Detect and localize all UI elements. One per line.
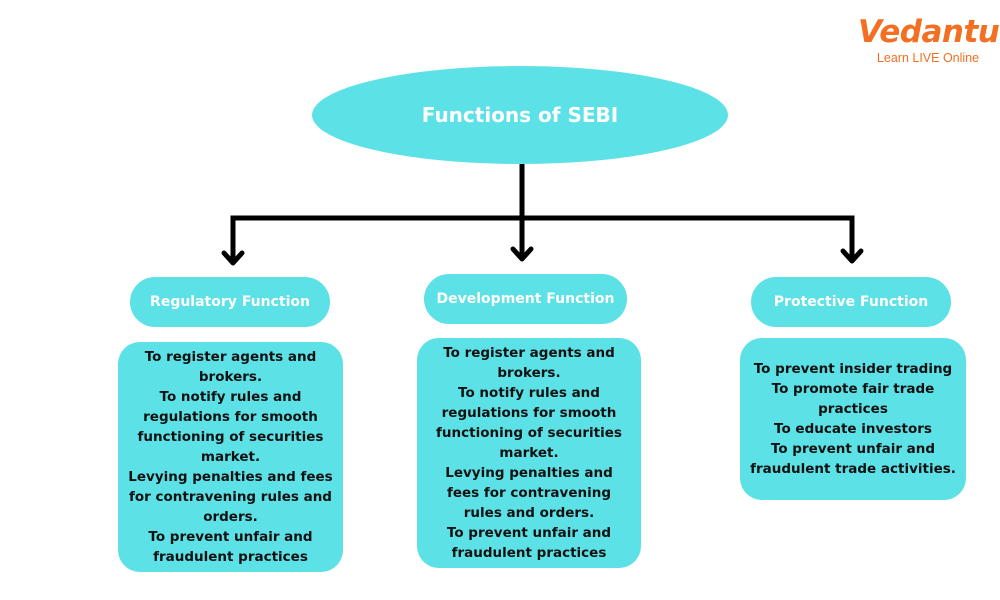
branch-regulatory-function: Regulatory Function <box>130 277 330 327</box>
arrowhead-regulatory-icon <box>221 250 245 266</box>
list-item: To prevent unfair and fraudulent trade a… <box>750 441 956 477</box>
branch-protective-function: Protective Function <box>751 277 951 327</box>
root-node-label: Functions of SEBI <box>421 103 619 127</box>
list-item: To register agents and brokers. <box>144 349 317 385</box>
protective-function-details: To prevent insider trading To promote fa… <box>740 338 966 500</box>
logo-brand-name: Vedantu <box>858 14 1000 50</box>
list-item: To notify rules and regulations for smoo… <box>436 385 622 461</box>
list-item: To register agents and brokers. <box>443 345 615 381</box>
list-item: To notify rules and regulations for smoo… <box>137 389 324 465</box>
list-item: Levying penalties and fees for contraven… <box>445 465 613 521</box>
regulatory-function-details: To register agents and brokers. To notif… <box>118 342 343 572</box>
arrowhead-development-icon <box>510 246 534 262</box>
list-item: To educate investors <box>774 421 932 437</box>
branch-label: Regulatory Function <box>150 294 310 310</box>
list-item: To prevent unfair and fraudulent practic… <box>446 525 612 561</box>
vedantu-logo: Vedantu Learn LIVE Online <box>858 14 1000 66</box>
list-item: Levying penalties and fees for contraven… <box>128 469 333 525</box>
branch-label: Development Function <box>436 291 615 307</box>
branch-label: Protective Function <box>773 294 929 310</box>
development-function-details: To register agents and brokers. To notif… <box>417 338 641 568</box>
root-node-functions-of-sebi: Functions of SEBI <box>312 66 728 164</box>
arrowhead-protective-icon <box>840 248 864 264</box>
list-item: To prevent unfair and fraudulent practic… <box>148 529 313 565</box>
horizontal-branch-line <box>230 215 855 262</box>
branch-development-function: Development Function <box>424 274 627 324</box>
list-item: To prevent insider trading <box>753 361 953 377</box>
logo-tagline: Learn LIVE Online <box>876 51 980 65</box>
list-item: To promote fair trade practices <box>771 381 935 417</box>
